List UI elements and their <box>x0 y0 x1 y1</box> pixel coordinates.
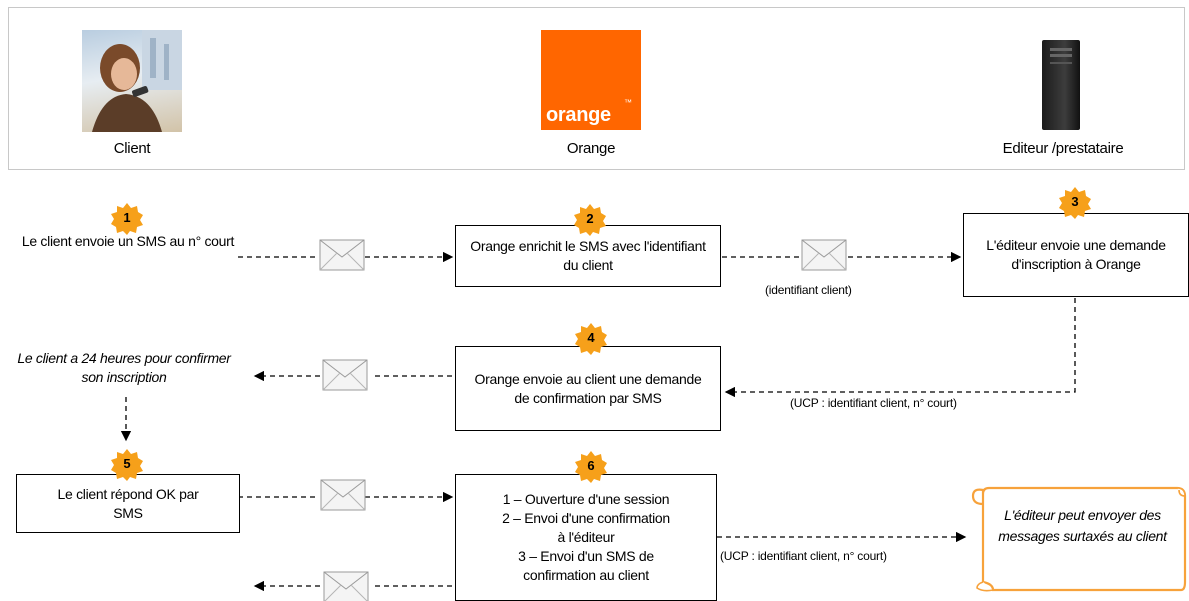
client-photo <box>82 30 182 132</box>
step-badge-6: 6 <box>574 450 608 484</box>
step-6-line-5: confirmation au client <box>523 567 649 583</box>
orange-logo: orange ™ <box>541 30 641 130</box>
step-6-line-3: à l'éditeur <box>557 529 615 545</box>
step-badge-2: 2 <box>573 203 607 237</box>
step-5-box: Le client répond OK par SMS <box>16 474 240 533</box>
step-5-text: Le client répond OK par SMS <box>57 485 199 521</box>
step-4-box: Orange envoie au client une demande de c… <box>455 346 721 431</box>
step-3-box: L'éditeur envoie une demande d'inscripti… <box>963 213 1189 297</box>
envelope-icon <box>801 239 847 271</box>
step-6-line-1: 1 – Ouverture d'une session <box>502 491 670 507</box>
server-icon <box>1042 40 1080 130</box>
step-badge-5: 5 <box>110 448 144 482</box>
step-3-text: L'éditeur envoie une demande d'inscripti… <box>986 237 1166 272</box>
step-badge-1: 1 <box>110 202 144 236</box>
final-note: L'éditeur peut envoyer des messages surt… <box>998 507 1167 544</box>
step-badge-4: 4 <box>574 322 608 356</box>
step-1-text: Le client envoie un SMS au n° court <box>21 233 235 249</box>
logo-text: orange <box>546 104 611 126</box>
actor-label-orange: Orange <box>566 140 616 157</box>
edge-label-ucp-2: (UCP : identifiant client, n° court) <box>720 549 887 563</box>
actor-label-editeur: Editeur /prestataire <box>1002 140 1124 157</box>
envelope-icon <box>323 571 369 601</box>
step-badge-3: 3 <box>1058 186 1092 220</box>
step-6-line-2: 2 – Envoi d'une confirmation <box>502 510 670 526</box>
envelope-icon <box>319 239 365 271</box>
actor-label-client: Client <box>113 140 151 157</box>
edge-label-id-client: (identifiant client) <box>765 283 852 297</box>
envelope-icon <box>322 359 368 391</box>
arrow-3-4 <box>724 298 1076 398</box>
step-2-box: Orange enrichit le SMS avec l'identifian… <box>455 225 721 287</box>
step-4-text: Orange envoie au client une demande de c… <box>474 370 702 406</box>
logo-trademark: ™ <box>624 98 632 107</box>
envelope-icon <box>320 479 366 511</box>
scroll-shape <box>971 486 1187 592</box>
step-6-line-4: 3 – Envoi d'un SMS de <box>518 548 654 564</box>
confirm-note: Le client a 24 heures pour confirmer son… <box>17 350 231 385</box>
step-6-box: 1 – Ouverture d'une session 2 – Envoi d'… <box>455 474 717 601</box>
step-2-text: Orange enrichit le SMS avec l'identifian… <box>470 238 706 273</box>
edge-label-ucp-1: (UCP : identifiant client, n° court) <box>790 396 957 410</box>
